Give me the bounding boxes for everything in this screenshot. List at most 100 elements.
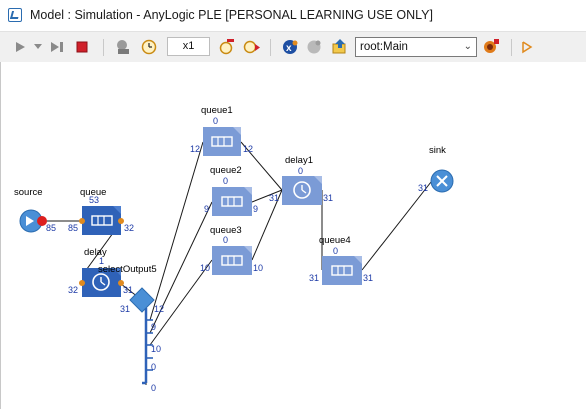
run-dropdown-button[interactable]	[32, 32, 44, 62]
queue2-block[interactable]	[212, 187, 252, 216]
queue-out-count: 32	[124, 223, 134, 233]
real-time-mode-button[interactable]	[139, 32, 159, 62]
queue-icon	[221, 255, 243, 266]
connector-queue4-sink	[361, 181, 432, 271]
delay-in-count: 32	[68, 285, 78, 295]
real-time-icon	[141, 39, 157, 55]
run-button[interactable]	[10, 32, 30, 62]
queue-count: 53	[89, 195, 99, 205]
selectoutput-port-ticks	[146, 319, 153, 371]
queue3-label: queue3	[210, 225, 242, 236]
toolbar-separator	[103, 39, 104, 56]
source-out-count: 85	[46, 223, 56, 233]
step-button[interactable]	[47, 32, 67, 62]
selectoutput5-label: selectOutput5	[98, 264, 157, 275]
virtual-time-icon	[117, 40, 129, 54]
agent-icon	[307, 40, 321, 54]
connector-select-queue3	[149, 259, 213, 346]
queue2-in-count: 9	[204, 204, 209, 214]
agent-selector-value: root:Main	[360, 41, 408, 53]
toggle-developer-panel-button[interactable]	[518, 32, 536, 62]
stop-button[interactable]	[72, 32, 92, 62]
experiment-button[interactable]: x	[279, 32, 301, 62]
clock-icon	[92, 273, 110, 291]
sink-label: sink	[429, 145, 446, 156]
agent-selector-dropdown[interactable]: root:Main ⌄	[355, 37, 477, 57]
selectoutput5-out3-count: 10	[151, 344, 161, 354]
connector-queue1-delay1	[240, 141, 283, 191]
clock-icon	[293, 181, 311, 199]
navigate-up-button[interactable]	[329, 32, 351, 62]
navigate-up-icon	[332, 39, 346, 54]
chevron-down-icon: ⌄	[463, 41, 472, 52]
queue3-count: 0	[223, 235, 228, 245]
queue-block[interactable]	[79, 206, 124, 235]
window-titlebar: Model : Simulation - AnyLogic PLE [PERSO…	[0, 0, 586, 31]
queue-label: queue	[80, 187, 106, 198]
svg-text:x: x	[286, 43, 292, 54]
toolbar-separator	[270, 39, 271, 56]
queue1-count: 0	[213, 116, 218, 126]
experiment-icon: x	[283, 40, 298, 54]
queue2-count: 0	[223, 176, 228, 186]
step-icon	[51, 42, 63, 52]
view-areas-icon	[484, 39, 499, 53]
selectoutput5-in-count: 31	[120, 304, 130, 314]
queue1-block[interactable]	[203, 127, 241, 156]
queue4-block[interactable]	[322, 256, 362, 285]
faster-icon	[243, 40, 260, 54]
queue4-out-count: 31	[363, 273, 373, 283]
source-indicator	[37, 216, 47, 226]
selectoutput5-block[interactable]	[129, 287, 155, 313]
connector-queue3-delay1	[251, 189, 283, 261]
delay1-in-count: 31	[269, 193, 279, 203]
window-title: Model : Simulation - AnyLogic PLE [PERSO…	[30, 8, 433, 22]
delay-count: 1	[99, 256, 104, 266]
canvas-left-border	[0, 62, 1, 409]
delay-block[interactable]	[79, 268, 124, 297]
slower-button[interactable]	[215, 32, 237, 62]
sink-block[interactable]	[430, 169, 454, 193]
queue1-label: queue1	[201, 105, 233, 116]
slower-icon	[219, 39, 234, 55]
delay-label: delay	[84, 247, 107, 258]
delay1-block[interactable]	[282, 176, 322, 205]
selectoutput5-out1-count: 12	[154, 304, 164, 314]
queue4-label: queue4	[319, 235, 351, 246]
delay-out-count: 31	[123, 285, 133, 295]
model-canvas	[0, 62, 586, 409]
sink-in-count: 31	[418, 183, 428, 193]
run-icon	[16, 42, 25, 52]
view-areas-button[interactable]	[480, 32, 502, 62]
queue3-block[interactable]	[212, 246, 252, 275]
stop-icon	[76, 41, 88, 53]
faster-button[interactable]	[241, 32, 263, 62]
simulation-toolbar: x1 x root:Main ⌄	[0, 31, 586, 63]
source-block[interactable]	[19, 209, 47, 233]
dropdown-icon	[34, 44, 42, 49]
delay1-out-count: 31	[323, 193, 333, 203]
selectoutput5-out4-count: 0	[151, 362, 156, 372]
selectoutput5-out2-count: 9	[151, 322, 156, 332]
queue1-out-count: 12	[243, 144, 253, 154]
agent-button[interactable]	[303, 32, 325, 62]
delay1-label: delay1	[285, 155, 313, 166]
connector-select-queue1	[149, 141, 204, 321]
virtual-time-mode-button[interactable]	[113, 32, 133, 62]
queue-icon	[331, 265, 353, 276]
queue4-in-count: 31	[309, 273, 319, 283]
queue3-in-count: 10	[200, 263, 210, 273]
selectoutput-ports	[142, 308, 148, 385]
queue-in-count: 85	[68, 223, 78, 233]
toolbar-separator	[511, 39, 512, 56]
queue2-out-count: 9	[253, 204, 258, 214]
queue-icon	[221, 196, 243, 207]
arrow-right-icon	[26, 216, 34, 226]
queue3-out-count: 10	[253, 263, 263, 273]
selectoutput5-out5-count: 0	[151, 383, 156, 393]
connectors	[43, 141, 432, 385]
queue4-count: 0	[333, 246, 338, 256]
source-label: source	[14, 187, 43, 198]
connector-queue2-delay1	[251, 189, 283, 203]
queue1-in-count: 12	[190, 144, 200, 154]
